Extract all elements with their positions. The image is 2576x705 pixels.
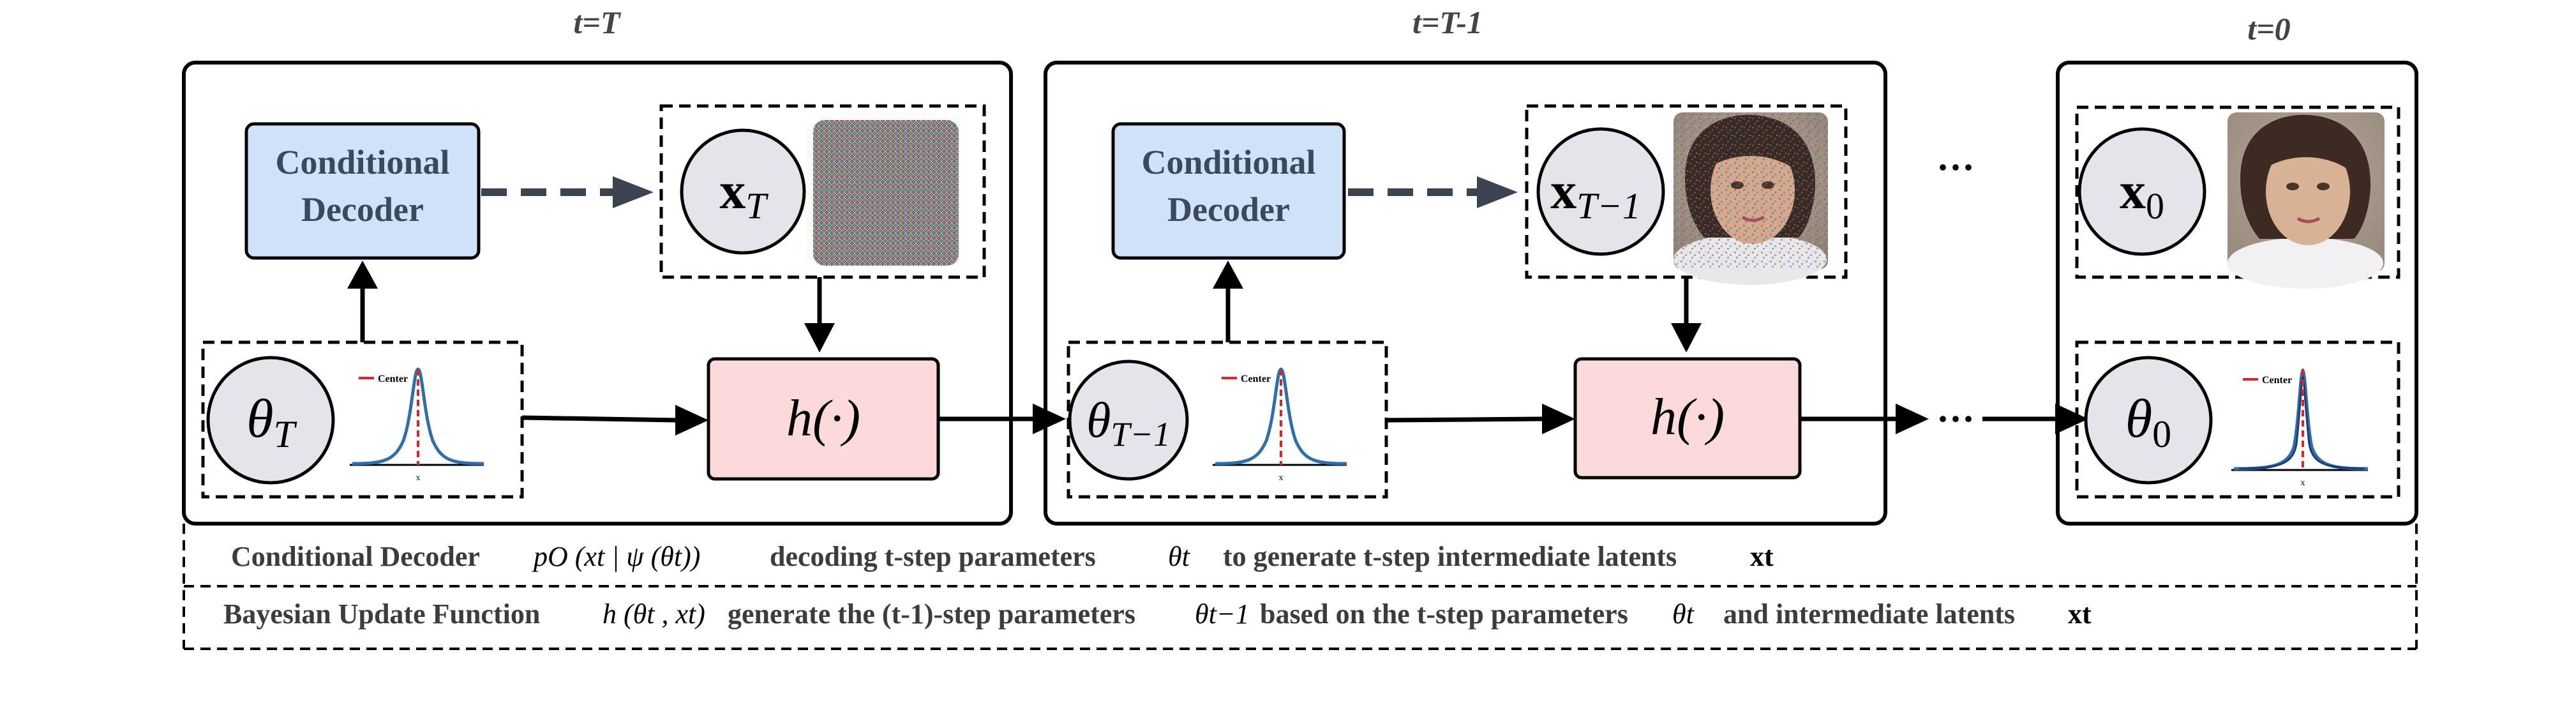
- legend-row-conditional-decoder: Conditional Decoder pO (xt | ψ (θt)) dec…: [231, 541, 1774, 572]
- svg-text:xT−1: xT−1: [1550, 162, 1640, 227]
- latent-symbol: x: [2120, 162, 2146, 220]
- gaussian-legend-label: Center: [378, 374, 408, 384]
- svg-text:Bayesian Update Function: Bayesian Update Function h (θt , xt) gen…: [223, 598, 2092, 630]
- svg-text:Conditional Decoder pO (: Conditional Decoder pO (xt | ψ (θt)) dec…: [231, 541, 1774, 572]
- legend-row1-formula: pO (xt | ψ (θt)): [532, 541, 700, 572]
- latent-symbol: x: [1550, 162, 1576, 220]
- time-label-step-0: t=0: [2247, 11, 2290, 47]
- parameter-symbol: θ: [1086, 392, 1111, 448]
- legend-row2-text1: generate the (t-1)-step parameters: [728, 598, 1135, 630]
- legend-row2-text2: based on the t-step parameters: [1260, 598, 1628, 630]
- svg-text:θT: θT: [246, 388, 297, 455]
- gaussian-plot-T: Center x: [350, 367, 484, 483]
- latent-group-0: [2075, 105, 2400, 279]
- gaussian-x-label: x: [1279, 473, 1284, 483]
- gaussian-x-label: x: [2301, 478, 2305, 488]
- decoder-label-line2: Decoder: [301, 190, 424, 229]
- parameter-subscript: 0: [2152, 413, 2171, 455]
- arrow-thetaT-to-update: [521, 415, 677, 423]
- parameter-subscript: T−1: [1111, 415, 1170, 453]
- ellipsis-top-row: ···: [1936, 146, 1975, 188]
- parameter-node-thetaT: θT: [206, 356, 335, 485]
- legend-row1-symbol2: xt: [1750, 541, 1774, 572]
- arrow-head-thetaT-to-decoder: [347, 261, 378, 289]
- legend-row-bayesian-update: Bayesian Update Function h (θt , xt) gen…: [223, 598, 2092, 630]
- parameter-node-theta0: θ0: [2084, 356, 2213, 485]
- decoder-label-line1: Conditional: [275, 143, 449, 181]
- svg-text:xT: xT: [719, 162, 768, 227]
- latent-group-T: [659, 104, 986, 279]
- dashed-arrow-head-xT: [613, 176, 654, 208]
- latent-symbol: x: [719, 162, 745, 220]
- latent-node-xT: xT: [680, 128, 806, 255]
- clean-face-image: [2228, 112, 2385, 289]
- legend-row2-symbol: θt−1: [1195, 598, 1250, 630]
- legend-row2-symbol2: θt: [1672, 598, 1695, 630]
- bayesian-update-T: h(·): [707, 357, 940, 481]
- update-function-label: h(·): [786, 389, 860, 447]
- gaussian-plot-0: Center x: [2231, 368, 2369, 488]
- latent-node-x0: x0: [2078, 127, 2206, 256]
- gaussian-legend-label: Center: [2262, 375, 2292, 386]
- arrow-thetaT-1-to-update: [1386, 416, 1544, 423]
- arrow-head-thetaT-1-to-decoder: [1213, 261, 1243, 289]
- arrow-head-xT-to-update: [804, 323, 835, 352]
- arrow-head-thetaT-1-to-update: [1542, 404, 1575, 434]
- arrow-head-update-T-to-thetaT-1: [1033, 404, 1066, 434]
- arrow-head-thetaT-to-update: [675, 405, 708, 436]
- parameter-subscript: T: [273, 413, 297, 455]
- conditional-decoder-T: Conditional Decoder: [244, 122, 481, 260]
- noise-image: [813, 120, 959, 266]
- legend-row2-formula: h (θt , xt): [603, 598, 705, 630]
- legend-row2-symbol3: xt: [2068, 598, 2092, 630]
- legend-row1-text1: decoding t-step parameters: [770, 541, 1096, 572]
- decoder-label-line2: Decoder: [1167, 190, 1290, 229]
- arrow-head-ellipsis-to-theta0: [2055, 404, 2088, 434]
- legend-row1-name: Conditional Decoder: [231, 541, 480, 572]
- parameter-symbol: θ: [246, 388, 273, 449]
- decoder-label-line1: Conditional: [1141, 143, 1315, 181]
- parameter-node-thetaT-1: θT−1: [1068, 360, 1189, 481]
- arrow-head-xT-1-to-update: [1671, 323, 1702, 352]
- gaussian-legend-label: Center: [1241, 374, 1271, 384]
- svg-text:θ0: θ0: [2125, 388, 2171, 455]
- parameter-symbol: θ: [2125, 388, 2152, 449]
- legend-row2-name: Bayesian Update Function: [223, 598, 540, 630]
- gaussian-x-label: x: [416, 473, 421, 483]
- ellipsis-mid-flow: ···: [1936, 398, 1975, 440]
- noisy-face-image: [1674, 112, 1828, 285]
- latent-subscript: 0: [2146, 185, 2164, 227]
- latent-subscript: T: [745, 185, 768, 227]
- svg-text:x0: x0: [2120, 162, 2164, 227]
- legend-row2-text3: and intermediate latents: [1723, 598, 2015, 630]
- bayesian-update-T-1: h(·): [1573, 357, 1802, 480]
- time-label-step-T: t=T: [574, 4, 622, 40]
- dashed-arrow-head-xT-1: [1477, 176, 1518, 208]
- svg-text:θT−1: θT−1: [1086, 392, 1171, 453]
- legend-row1-text2: to generate t-step intermediate latents: [1223, 541, 1677, 572]
- parameter-group-0: [2075, 340, 2400, 499]
- time-label-step-T-1: t=T-1: [1412, 4, 1483, 40]
- latent-subscript: T−1: [1576, 185, 1640, 227]
- gaussian-plot-T-1: Center x: [1213, 367, 1347, 483]
- arrow-head-update-T-1-to-ellipsis: [1896, 404, 1929, 434]
- conditional-decoder-T-1: Conditional Decoder: [1111, 122, 1346, 260]
- update-function-label: h(·): [1651, 388, 1725, 446]
- legend-row1-symbol: θt: [1168, 541, 1191, 572]
- latent-node-xT-1: xT−1: [1536, 127, 1665, 256]
